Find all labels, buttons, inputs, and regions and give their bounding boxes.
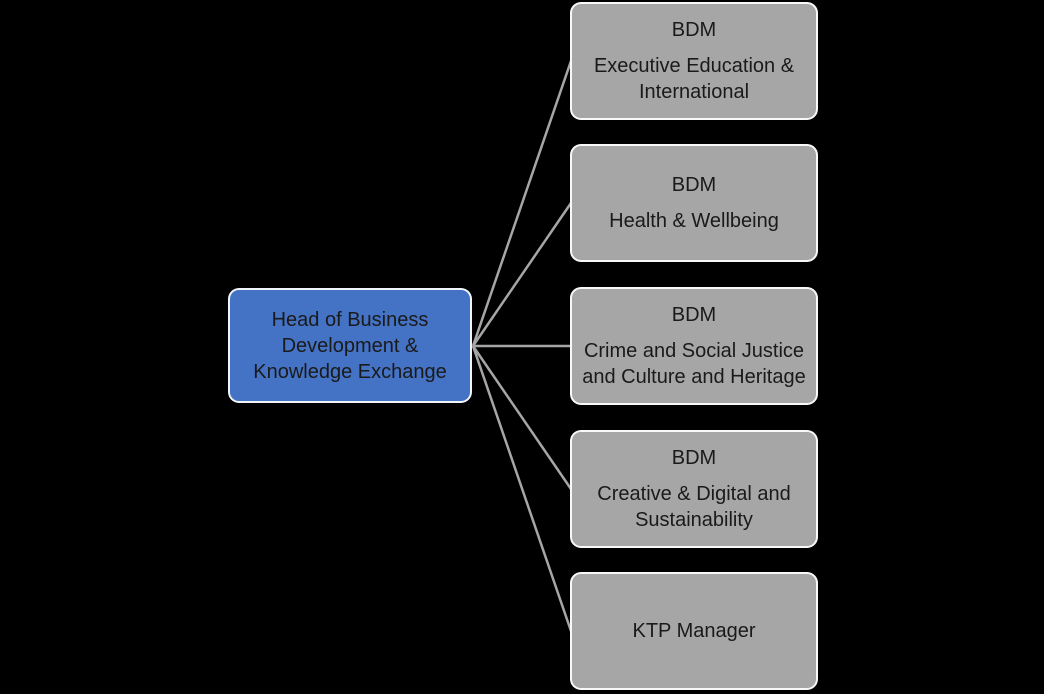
connector-line-1 <box>471 202 573 347</box>
child-node-title: BDM <box>671 304 717 326</box>
root-node-head-of-business-development: Head of Business Development & Knowledge… <box>228 288 472 403</box>
child-node-bdm-health-wellbeing: BDM Health & Wellbeing <box>570 144 818 262</box>
child-node-title: BDM <box>671 447 717 469</box>
connector-line-3 <box>471 345 573 490</box>
connector-line-4 <box>471 345 573 632</box>
child-node-subtitle: Creative & Digital and Sustainability <box>597 483 791 531</box>
child-node-subtitle: Health & Wellbeing <box>609 210 779 232</box>
child-node-subtitle: Executive Education & International <box>593 55 795 103</box>
child-node-title: BDM <box>671 19 717 41</box>
child-node-ktp-manager: KTP Manager <box>570 572 818 690</box>
root-node-label: Head of Business Development & Knowledge… <box>253 308 447 383</box>
child-node-bdm-crime-social-justice: BDM Crime and Social Justice and Culture… <box>570 287 818 405</box>
connector-line-0 <box>471 60 573 347</box>
child-node-title: BDM <box>671 174 717 196</box>
child-node-subtitle: KTP Manager <box>632 620 756 642</box>
child-node-subtitle: Crime and Social Justice and Culture and… <box>582 340 806 388</box>
child-node-bdm-executive-education: BDM Executive Education & International <box>570 2 818 120</box>
child-node-bdm-creative-digital: BDM Creative & Digital and Sustainabilit… <box>570 430 818 548</box>
